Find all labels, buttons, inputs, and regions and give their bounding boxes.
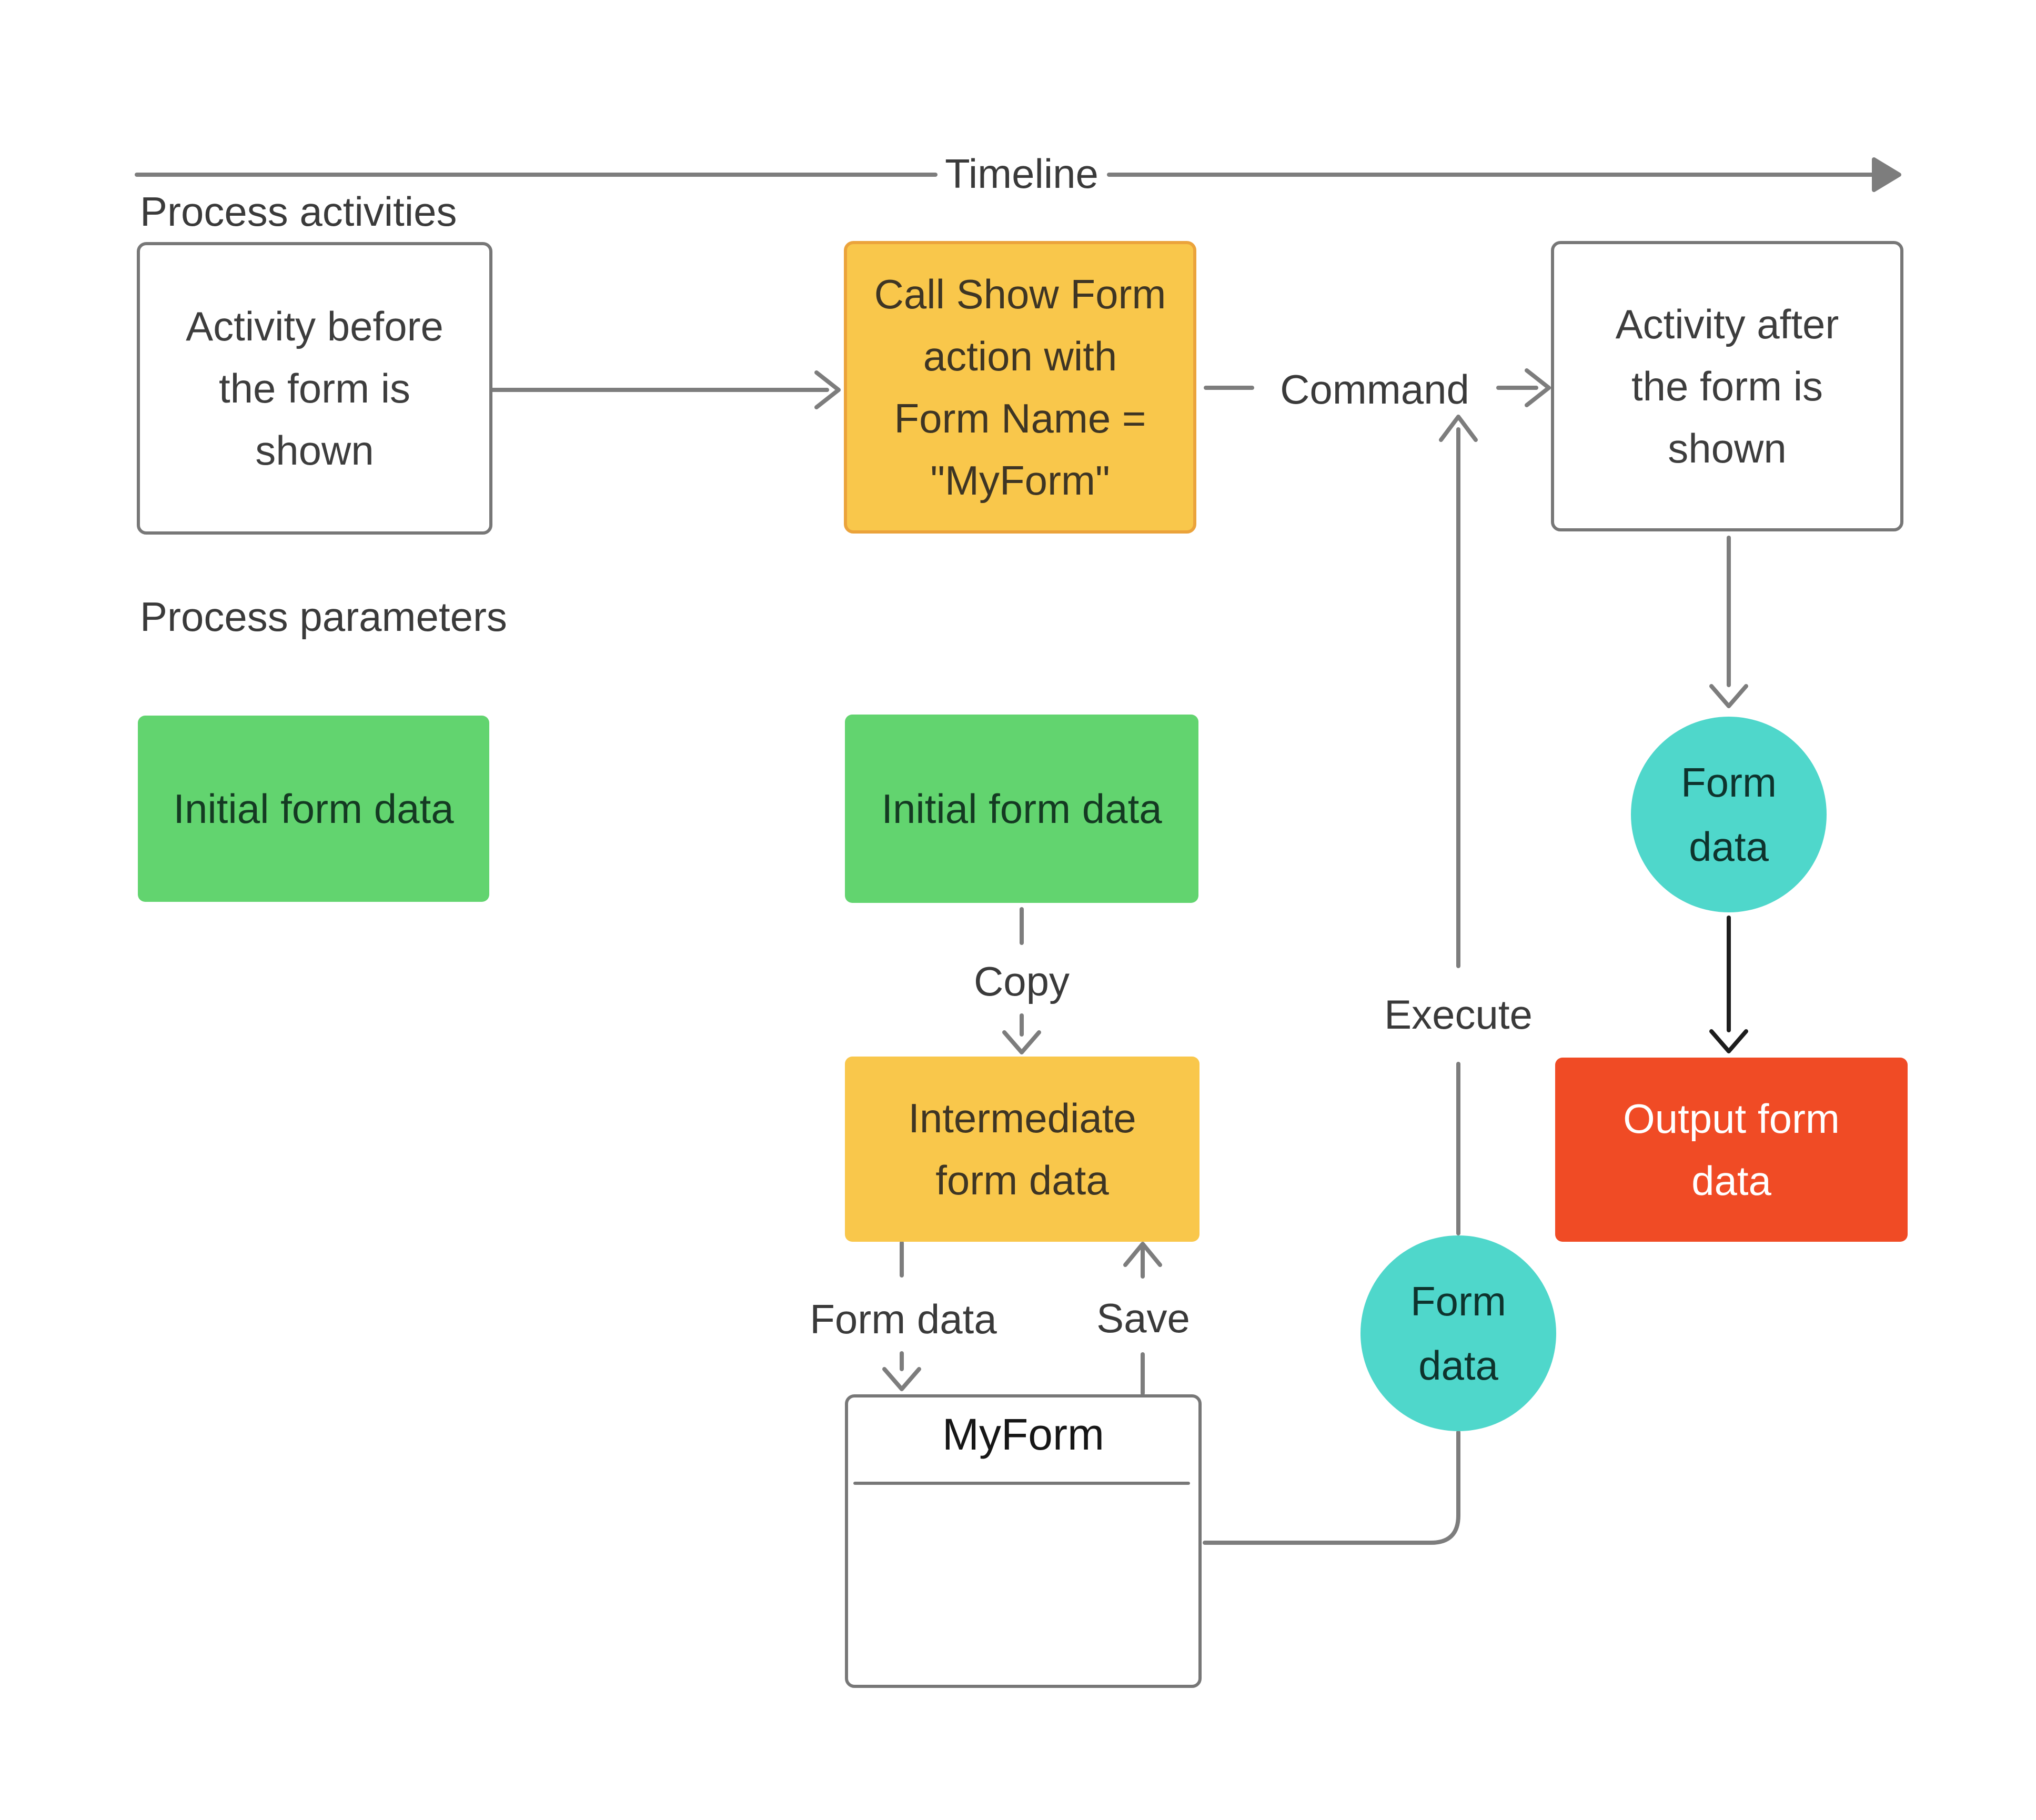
timeline-arrow (135, 157, 1901, 192)
node-text-line: Output form (1623, 1095, 1840, 1142)
form-data-circle-execute: Form data (1360, 1235, 1556, 1431)
activity-before-box: Activity before the form is shown (137, 242, 492, 535)
node-text-line: Call Show Form (874, 271, 1166, 317)
command-connector (1204, 368, 1551, 407)
execute-connector (1203, 415, 1478, 1545)
copy-arrow (1002, 907, 1041, 1054)
node-text-line: Form Name = (894, 395, 1146, 441)
myform-body (848, 1485, 1198, 1685)
node-text-line: Initial form data (173, 786, 454, 832)
node-text-line: data (1689, 823, 1769, 870)
initial-form-data-left-box: Initial form data (138, 716, 489, 902)
save-label: Save (1096, 1295, 1190, 1341)
process-parameters-label: Process parameters (140, 594, 507, 640)
node-text-line: action with (923, 333, 1117, 379)
form-data-label: Form data (810, 1296, 997, 1342)
form-data-arrow (882, 1241, 921, 1391)
activity-after-box: Activity after the form is shown (1551, 241, 1903, 531)
myform-title: MyForm (942, 1410, 1104, 1459)
intermediate-form-data-box: Intermediate form data (845, 1057, 1200, 1242)
myform-title-separator (853, 1482, 1190, 1485)
formdata-to-output-arrow (1709, 916, 1748, 1053)
output-form-data-box: Output form data (1555, 1058, 1908, 1242)
node-text-line: "MyForm" (930, 457, 1110, 504)
node-text-line: shown (255, 427, 374, 474)
timeline-label: Timeline (945, 150, 1098, 197)
node-text-line: the form is (1631, 363, 1823, 409)
node-text-line: Intermediate (908, 1095, 1136, 1141)
node-text-line: Form (1681, 759, 1777, 806)
process-activities-label: Process activities (140, 188, 457, 235)
call-show-form-box: Call Show Form action with Form Name = "… (844, 241, 1196, 534)
myform-window: MyForm (845, 1394, 1202, 1688)
node-text-line: form data (935, 1157, 1109, 1203)
execute-label: Execute (1384, 991, 1533, 1038)
arrow-before-to-call (490, 370, 841, 409)
node-text-line: the form is (218, 365, 411, 411)
command-label: Command (1280, 366, 1469, 413)
save-arrow (1123, 1242, 1162, 1395)
node-text-line: shown (1668, 425, 1787, 471)
node-text-line: data (1691, 1158, 1771, 1204)
copy-label: Copy (973, 958, 1070, 1004)
initial-form-data-middle-box: Initial form data (845, 715, 1198, 903)
after-to-formdata-arrow (1709, 536, 1748, 708)
form-data-circle-timeline: Form data (1631, 717, 1827, 912)
node-text-line: Initial form data (881, 786, 1162, 832)
node-text-line: Form (1410, 1278, 1506, 1324)
node-text-line: data (1418, 1342, 1498, 1389)
node-text-line: Activity before (186, 303, 444, 349)
node-text-line: Activity after (1615, 301, 1839, 347)
